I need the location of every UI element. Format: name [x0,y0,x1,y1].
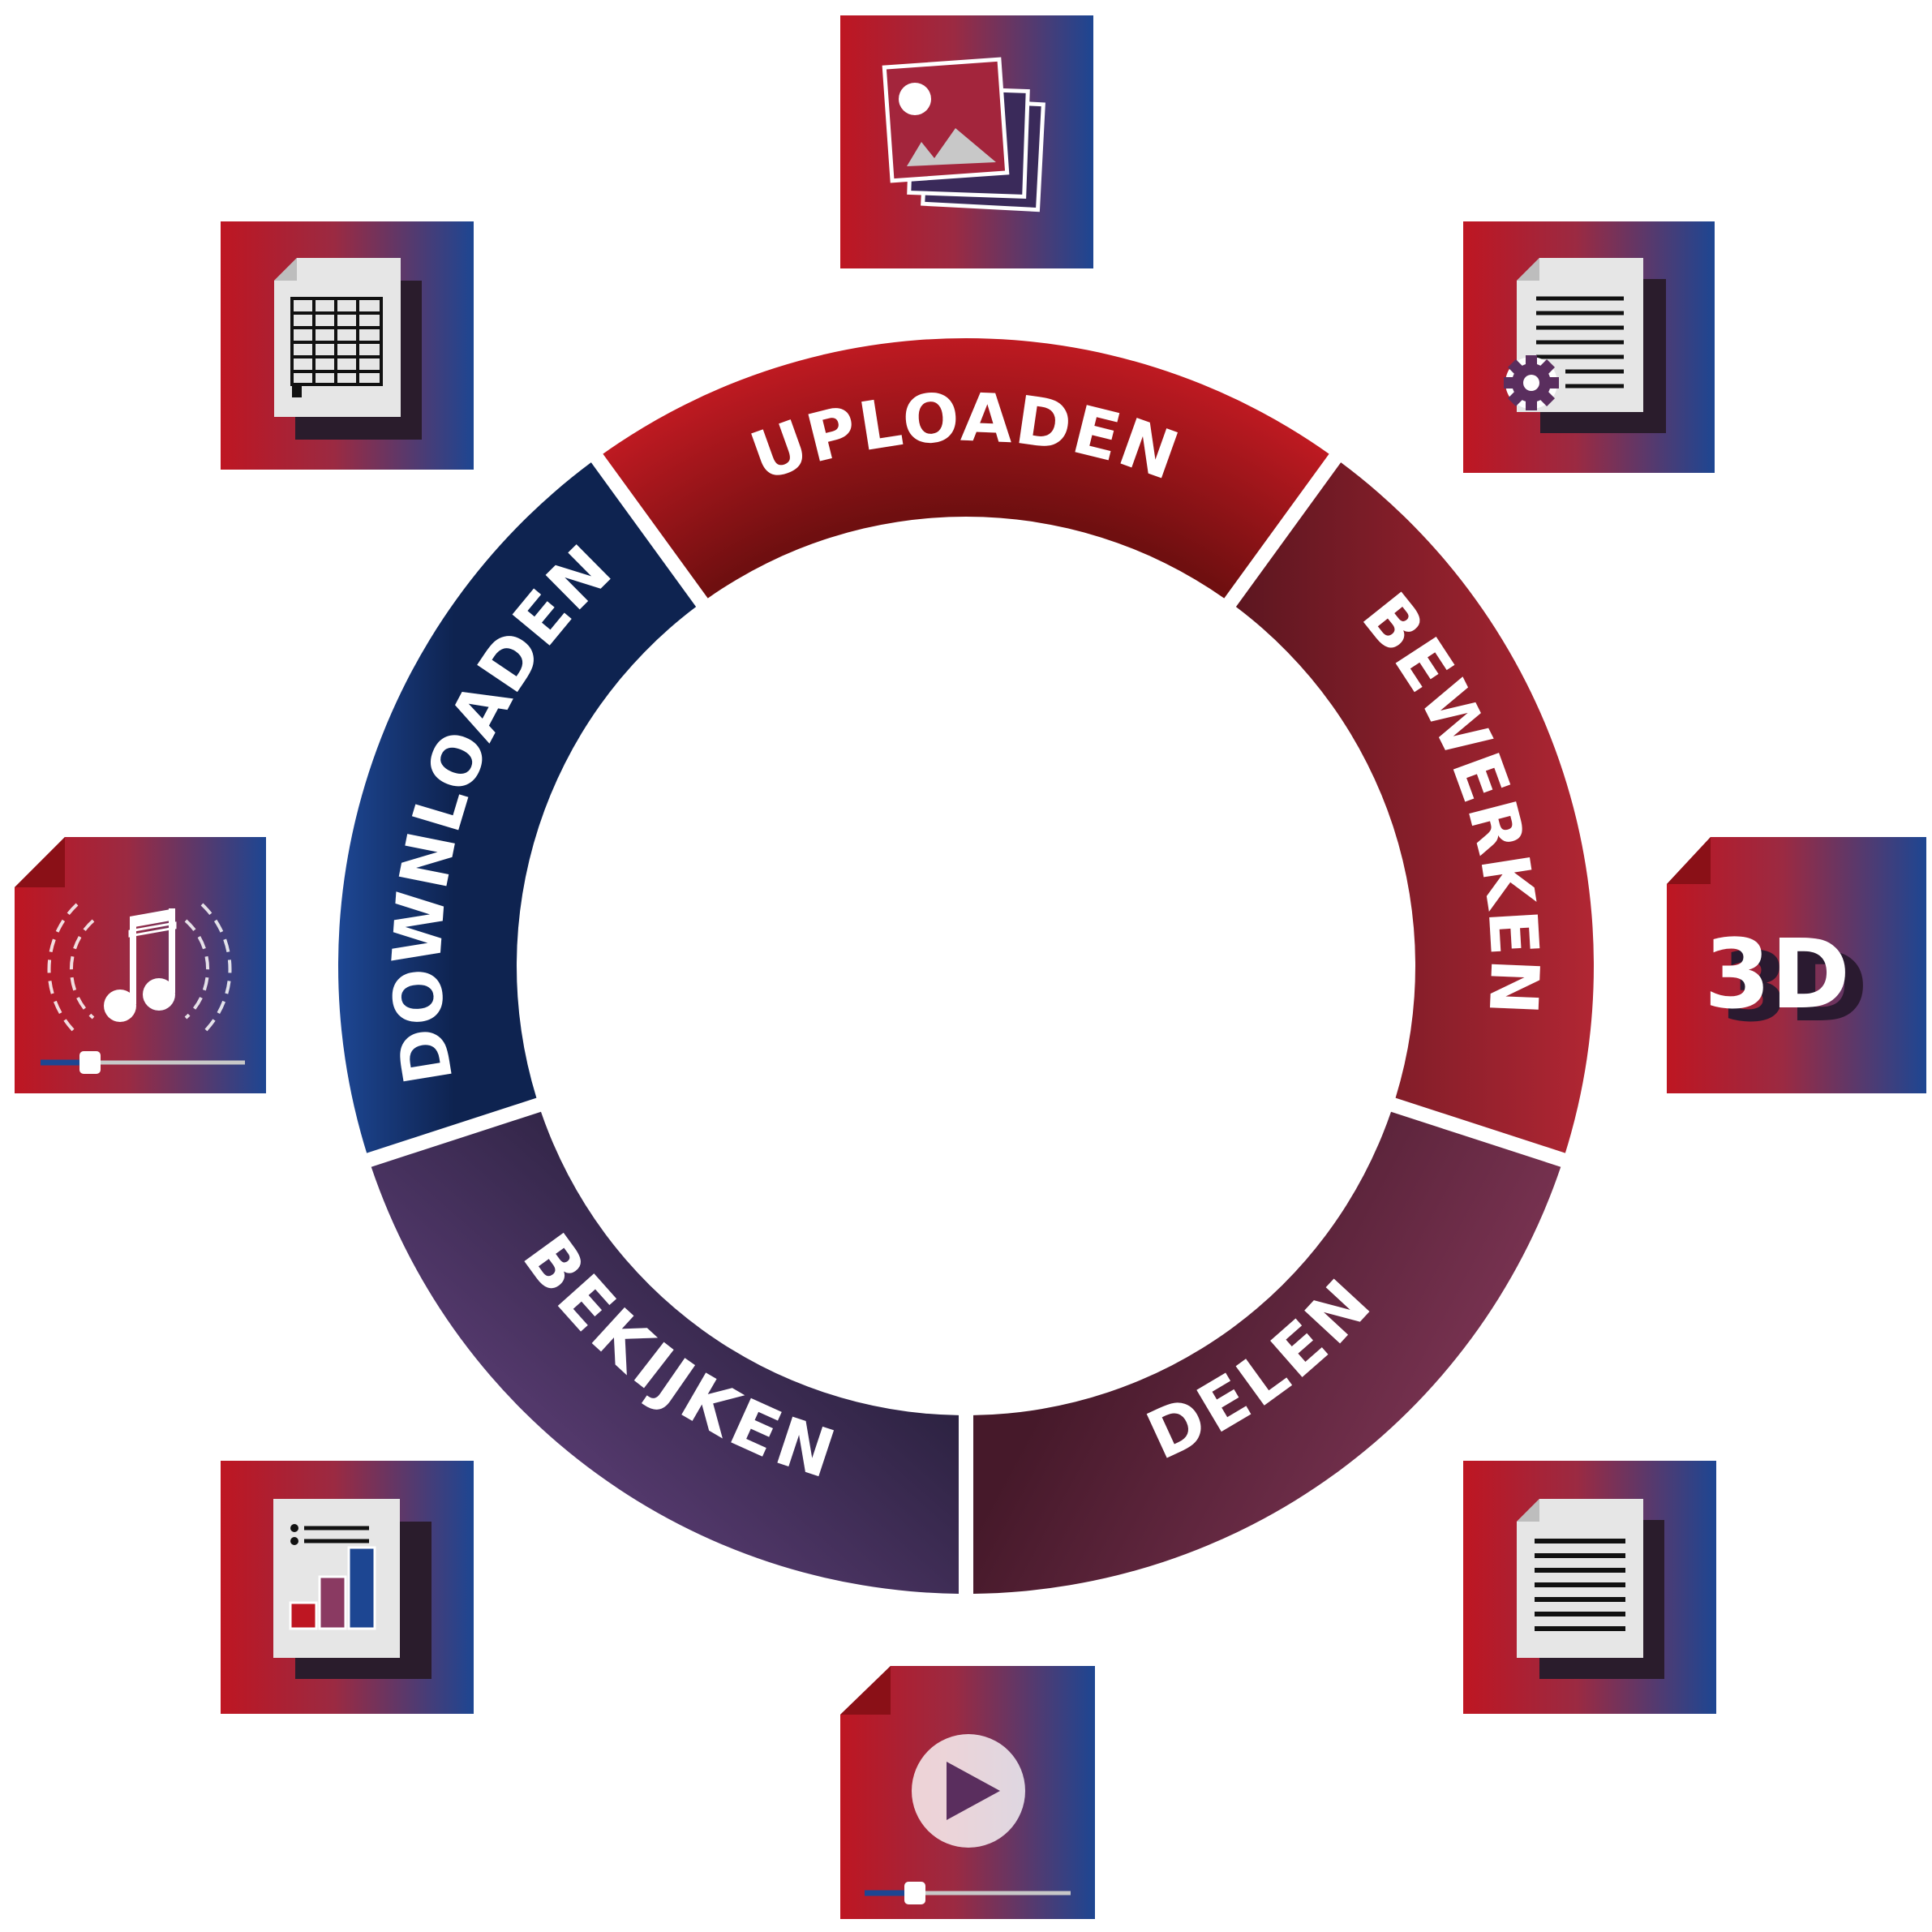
3d-shadow: 3D [1722,931,1868,1043]
3d-text: 3D [1704,918,1850,1030]
spreadsheet-icon [274,258,422,440]
slider-thumb[interactable] [904,1882,925,1904]
tile-images[interactable] [840,15,1093,268]
image-stack-icon [882,57,1045,213]
tile-settings-doc[interactable] [1463,221,1715,473]
audio-icon [47,903,232,1036]
music-note-icon [104,908,177,1022]
tile-background [1667,837,1926,1093]
tile-spreadsheet[interactable] [221,221,474,470]
video-play-icon[interactable] [912,1734,1025,1848]
ring-segment-bekijken[interactable] [371,1111,960,1594]
tile-text-doc[interactable] [1463,1461,1716,1714]
tile-video[interactable] [840,1666,1095,1919]
text-document-icon [1517,1499,1664,1679]
gear-icon [1504,355,1559,410]
ring-segment-uploaden[interactable] [603,337,1329,599]
bar-2 [318,1575,347,1630]
tile-background [15,837,266,1093]
document-settings-icon [1504,258,1666,433]
slider-thumb[interactable] [79,1051,101,1074]
ring-segment-bewerken[interactable] [1235,462,1595,1153]
tile-3d[interactable]: 3D 3D [1667,837,1926,1093]
video-progress-slider[interactable] [865,1882,1071,1904]
ring-segment-downloaden[interactable] [338,462,697,1153]
bar-3 [347,1546,376,1630]
tile-audio[interactable] [15,837,266,1093]
3d-icon: 3D 3D [1704,918,1868,1043]
ring-segment-delen[interactable] [972,1111,1561,1594]
audio-volume-slider[interactable] [41,1051,245,1074]
bar-1 [289,1601,318,1630]
tile-chart-doc[interactable] [221,1461,474,1714]
chart-document-icon [273,1499,431,1679]
